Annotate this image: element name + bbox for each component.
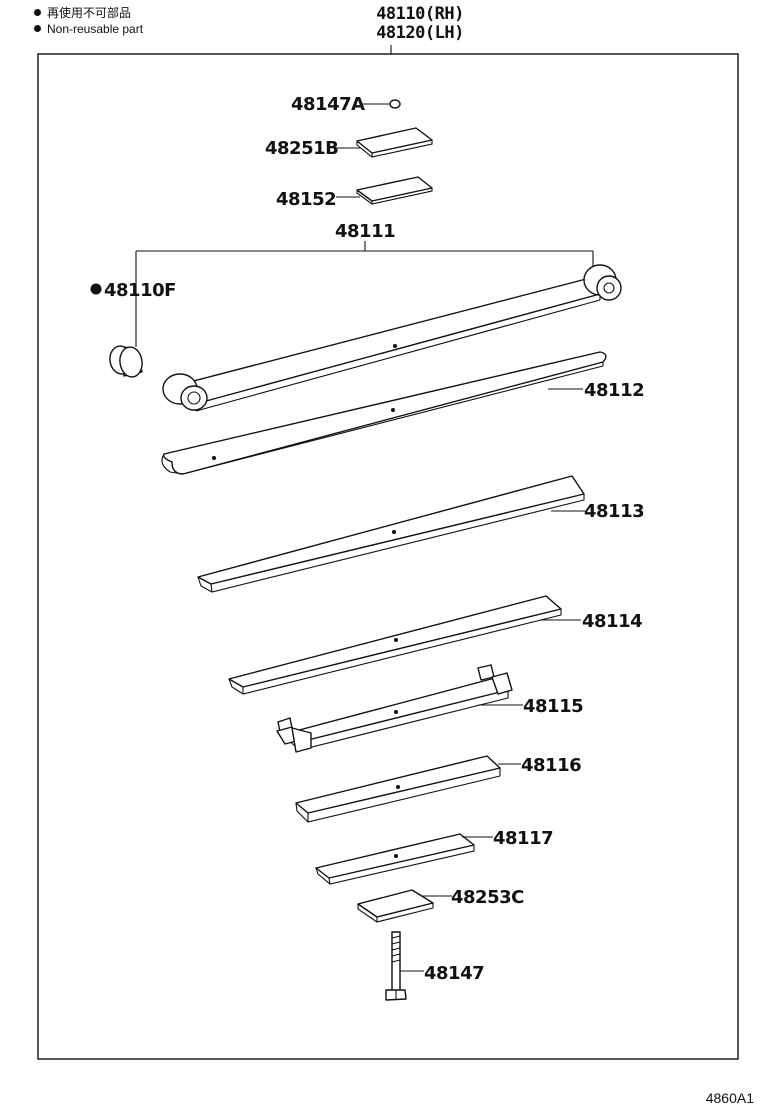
part-48114-leaf <box>228 595 562 695</box>
part-48115-leaf <box>276 664 513 753</box>
part-48111-main-leaf <box>162 264 622 412</box>
label-48114: 48114 <box>582 611 642 632</box>
legend-en: Non-reusable part <box>34 22 143 36</box>
label-48117: 48117 <box>493 828 553 849</box>
non-reusable-dot-icon <box>34 9 41 16</box>
part-48110f-bushing <box>109 345 143 378</box>
part-48152-plate <box>356 176 433 202</box>
legend-jp-text: 再使用不可部品 <box>47 6 132 20</box>
part-48113-leaf <box>197 475 585 593</box>
part-48147a-nut <box>389 99 401 109</box>
label-48113: 48113 <box>584 501 644 522</box>
assembly-number-rh: 48110(RH) <box>376 4 464 24</box>
non-reusable-mark-icon <box>90 283 102 295</box>
label-48116: 48116 <box>521 755 581 776</box>
label-48147a: 48147A <box>291 94 365 115</box>
non-reusable-dot-icon <box>34 25 41 32</box>
assembly-number-lh: 48120(LH) <box>376 23 464 43</box>
label-48112: 48112 <box>584 380 644 401</box>
label-48147: 48147 <box>424 963 484 984</box>
part-48147-center-bolt <box>385 931 407 1001</box>
legend-en-text: Non-reusable part <box>47 22 144 36</box>
part-48253c-spacer <box>357 889 434 923</box>
part-48112-leaf <box>161 351 607 475</box>
label-48115: 48115 <box>523 696 583 717</box>
label-48251b: 48251B <box>265 138 338 159</box>
part-48116-leaf <box>295 755 501 823</box>
label-48111: 48111 <box>335 221 395 242</box>
diagram-code: 4860A1 <box>705 1090 754 1106</box>
part-48251b-pad <box>356 127 433 154</box>
label-48110f: 48110F <box>104 280 176 301</box>
label-48152: 48152 <box>276 189 336 210</box>
part-48117-pad <box>315 833 475 885</box>
diagram-frame <box>37 53 739 1060</box>
label-48253c: 48253C <box>451 887 524 908</box>
legend-jp: 再使用不可部品 <box>34 6 131 20</box>
